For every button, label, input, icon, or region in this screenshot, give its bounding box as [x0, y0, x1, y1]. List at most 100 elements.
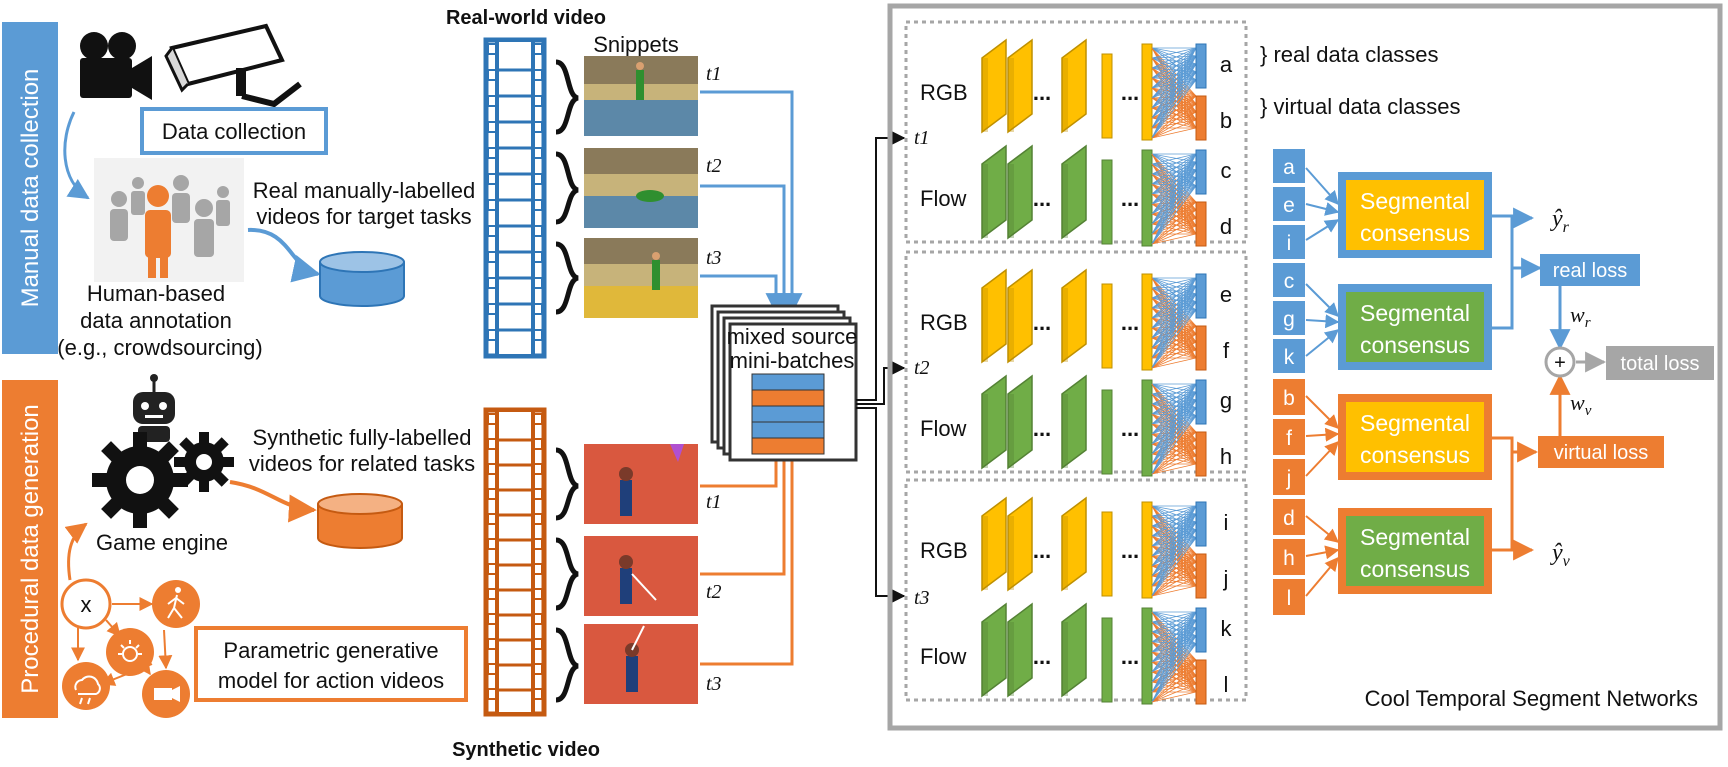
fc-edge: [1151, 447, 1197, 475]
fc-edge: [1151, 153, 1197, 185]
output-virtual-units: [1195, 201, 1207, 247]
film-hole: [487, 329, 497, 341]
fc-edge: [1151, 521, 1197, 587]
fc-edge: [1151, 643, 1197, 683]
weather-icon: [62, 662, 110, 710]
consensus-block-real-flow: [1338, 284, 1492, 370]
x-node: [60, 578, 112, 630]
real-snippet-time: t1: [706, 63, 722, 85]
fc-edge: [1151, 667, 1197, 703]
fc-edge: [1151, 643, 1197, 693]
virtual-class-box: [1271, 577, 1307, 617]
fc-edge: [1151, 505, 1197, 567]
consensus-block-real-rgb: [1338, 172, 1492, 258]
fc-layer: [1141, 607, 1153, 705]
virtual-class-box: [1271, 417, 1307, 457]
fc-edge: [1151, 415, 1197, 465]
fc-edge: [1151, 285, 1197, 359]
output-real-units: [1195, 607, 1207, 653]
consensus-label-1: Segmental: [1360, 524, 1470, 550]
fc-edge: [1151, 185, 1197, 215]
fc-edge: [1151, 177, 1197, 215]
database-icon: [319, 251, 405, 307]
people-icon: [94, 158, 244, 282]
virtual-class-box: [1271, 377, 1307, 417]
layer-dots: ...: [1033, 644, 1051, 669]
snippet-braces: [555, 59, 580, 703]
fc-edge: [1151, 169, 1197, 215]
fc-edge: [1151, 611, 1197, 623]
film-hole: [533, 147, 543, 159]
fc-edge: [1151, 529, 1197, 587]
fc-edge: [1151, 513, 1197, 597]
conv-layer-side: [1062, 164, 1068, 238]
conv-layer: [981, 374, 1007, 470]
film-hole: [487, 147, 497, 159]
fc-edge: [1151, 277, 1197, 339]
fc-edge: [1151, 277, 1197, 359]
output-class-label: i: [1224, 510, 1229, 535]
film-hole: [487, 173, 497, 185]
fc-edge: [1151, 63, 1197, 119]
fc-edge: [1151, 537, 1197, 567]
fc-edge: [1151, 643, 1197, 673]
fc-edge: [1151, 627, 1197, 673]
fc-edge: [1151, 127, 1197, 139]
layer-dots: ...: [1121, 538, 1139, 563]
fc-edge: [1151, 553, 1197, 597]
output-class-label: e: [1220, 282, 1232, 307]
virtual-class-label: b: [1283, 387, 1295, 410]
conv-layer: [1061, 38, 1087, 134]
conv-layer-side: [1008, 164, 1014, 238]
fc-edge: [1151, 277, 1197, 299]
fc-edge: [1151, 71, 1197, 109]
conv-layer-side: [1062, 58, 1068, 132]
layer-dots: ...: [1033, 310, 1051, 335]
fc-edge: [1151, 569, 1197, 597]
output-class-label: k: [1221, 616, 1233, 641]
fc-edge: [1151, 169, 1197, 245]
fc-edge: [1151, 285, 1197, 349]
stream-rgb-label: RGB: [920, 80, 968, 105]
snippet-connectors: [700, 90, 803, 666]
output-virtual-units: [1195, 325, 1207, 371]
fc-edge: [1151, 63, 1197, 129]
fc-layer: [1101, 283, 1113, 369]
fc-edge: [1151, 233, 1197, 245]
fc-edge: [1151, 611, 1197, 643]
film-hole: [533, 251, 543, 263]
fc-edge: [1151, 301, 1197, 339]
film-hole: [487, 225, 497, 237]
fc-edge: [1151, 103, 1197, 139]
output-virtual-units: [1195, 659, 1207, 705]
fc-edge: [1151, 391, 1197, 475]
fc-edge: [1151, 177, 1197, 235]
fc-edge: [1151, 309, 1197, 359]
conv-layer-side: [982, 622, 988, 696]
consensus-label-2: consensus: [1360, 442, 1470, 468]
output-class-label: f: [1223, 338, 1230, 363]
fc-edge: [1151, 415, 1197, 475]
fc-edge: [1151, 71, 1197, 119]
consensus-label-1: Segmental: [1360, 410, 1470, 436]
synthetic-video-title: Synthetic video: [452, 739, 600, 761]
fc-edge: [1151, 537, 1197, 587]
film-hole: [533, 225, 543, 237]
layer-dots: ...: [1033, 186, 1051, 211]
fc-edge: [1151, 391, 1197, 465]
fc-edge: [1151, 383, 1197, 425]
consensus-block-virtual-flow: [1338, 508, 1492, 594]
output-real-units: [1195, 379, 1207, 425]
film-hole: [533, 121, 543, 133]
fc-edge: [1151, 349, 1197, 369]
fc-edge: [1151, 357, 1197, 369]
conv-layer-side: [1008, 516, 1014, 590]
conv-layer: [981, 268, 1007, 364]
fc-edge: [1151, 399, 1197, 455]
film-hole: [487, 638, 497, 650]
security-camera-icon: [164, 23, 302, 108]
output-class-label: b: [1220, 108, 1232, 133]
conv-layer: [1061, 496, 1087, 592]
film-hole: [533, 69, 543, 81]
